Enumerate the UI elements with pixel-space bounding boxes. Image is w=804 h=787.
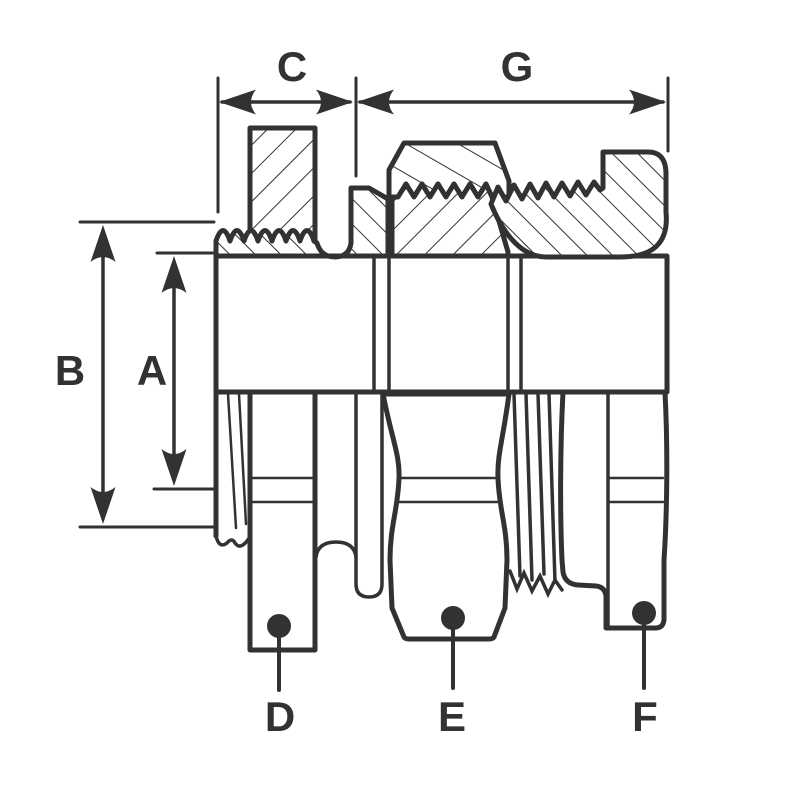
part-label-f: F bbox=[632, 693, 658, 740]
leader-dot bbox=[441, 606, 465, 630]
leader-e: E bbox=[438, 606, 466, 740]
leader-dot bbox=[632, 601, 656, 625]
inner-thread bbox=[508, 392, 564, 599]
arrow-up-icon bbox=[90, 225, 116, 262]
dimension-b: B bbox=[55, 220, 216, 529]
dimension-a: A bbox=[137, 251, 215, 491]
dimension-c: C bbox=[216, 43, 358, 214]
arrow-right-icon bbox=[316, 89, 353, 115]
gland-cut-sections bbox=[213, 125, 669, 260]
body-knurl-section bbox=[213, 185, 391, 260]
dimension-label-c: C bbox=[277, 43, 307, 90]
arrow-up-icon bbox=[161, 256, 187, 293]
dimension-label-a: A bbox=[137, 347, 167, 394]
entry-thread bbox=[213, 391, 252, 548]
hex-band-outline bbox=[213, 253, 670, 395]
part-label-d: D bbox=[265, 693, 295, 740]
compression-nut-section bbox=[488, 149, 669, 260]
outlet-sleeve bbox=[558, 389, 670, 631]
dimension-label-g: G bbox=[501, 43, 534, 90]
leader-f: F bbox=[632, 601, 658, 740]
dimension-label-b: B bbox=[55, 347, 85, 394]
part-label-e: E bbox=[438, 693, 466, 740]
bore-arch bbox=[314, 392, 384, 599]
arrow-down-icon bbox=[161, 449, 187, 486]
tube-stub-section bbox=[247, 125, 318, 243]
arrow-left-icon bbox=[219, 89, 256, 115]
arrow-down-icon bbox=[90, 487, 116, 524]
arrow-left-icon bbox=[357, 89, 394, 115]
gland-lower-section bbox=[213, 389, 670, 653]
leader-dot bbox=[267, 614, 291, 638]
entry-tube bbox=[247, 391, 318, 653]
middle-band-section bbox=[389, 181, 511, 259]
gland-hex-band bbox=[213, 253, 670, 395]
seal-olive bbox=[380, 391, 512, 642]
arrow-right-icon bbox=[629, 89, 666, 115]
leader-d: D bbox=[265, 614, 295, 740]
dimension-g: G bbox=[357, 43, 670, 153]
